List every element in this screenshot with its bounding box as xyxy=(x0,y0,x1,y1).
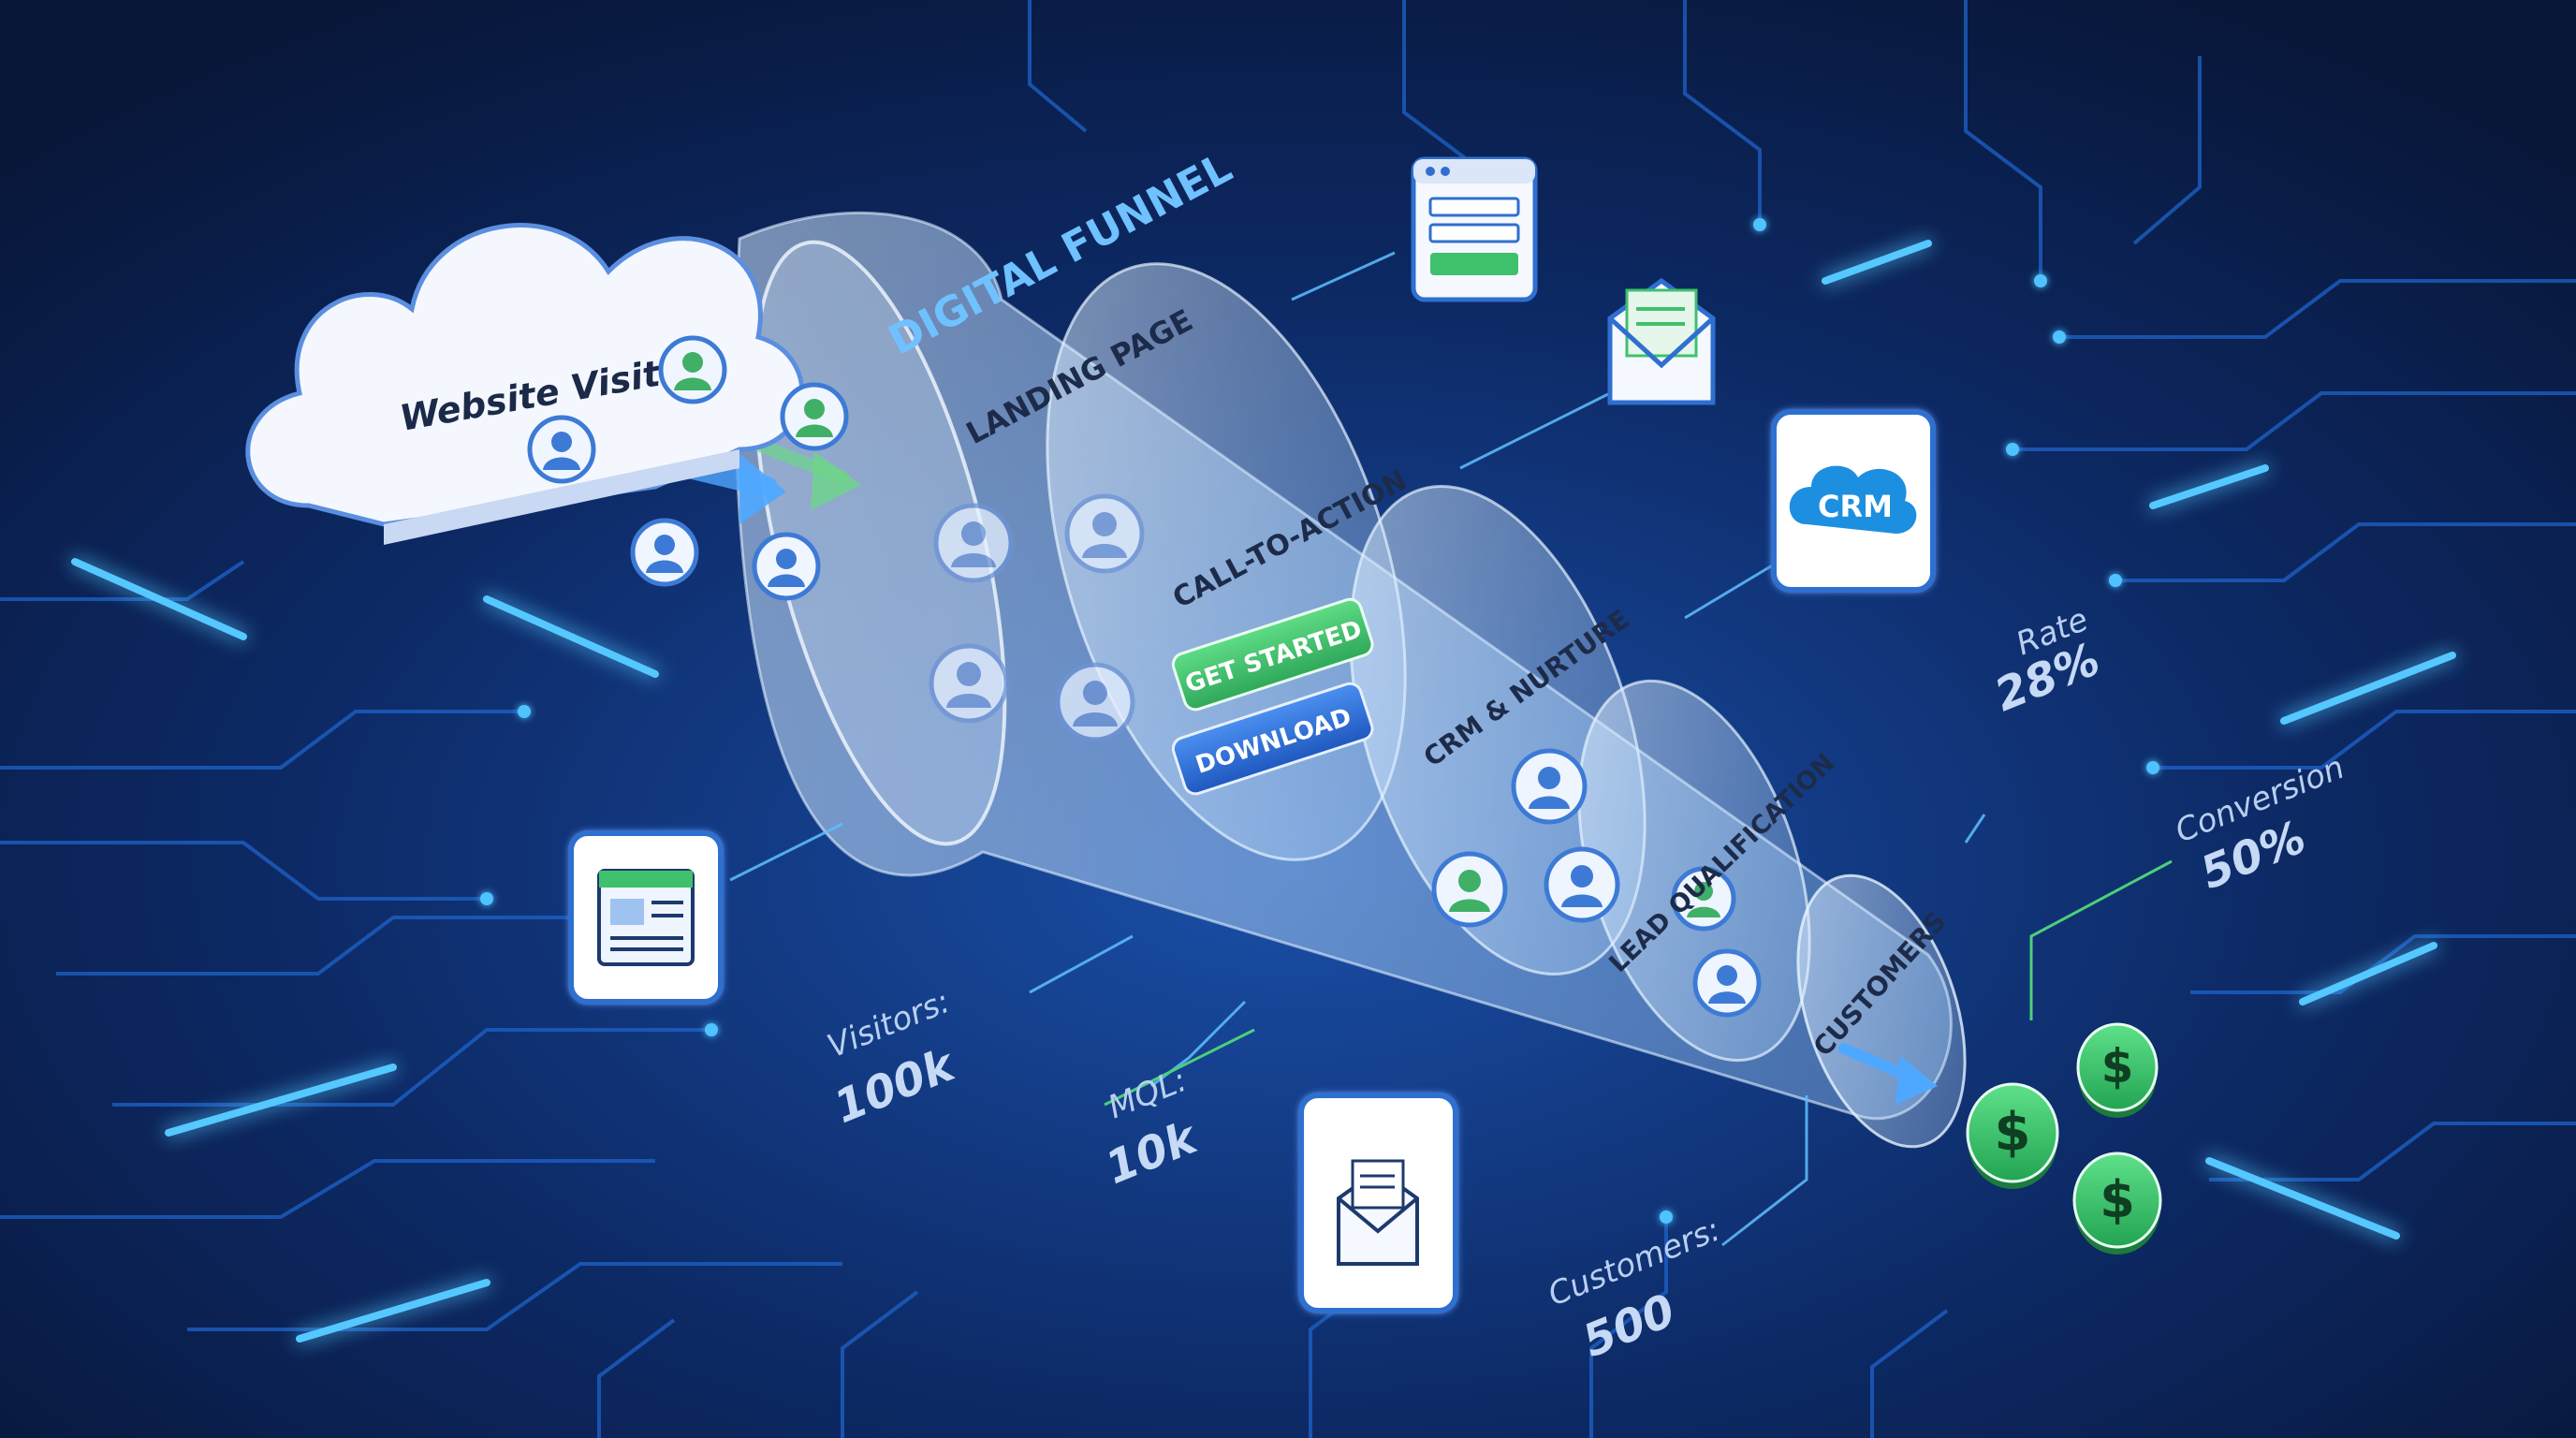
user-icon xyxy=(752,532,821,601)
user-icon xyxy=(658,335,727,404)
user-icon xyxy=(1064,493,1145,574)
light-streaks xyxy=(71,240,2456,1343)
connector-green-lines xyxy=(1104,859,2173,1107)
user-icon xyxy=(1544,846,1620,923)
coin-symbol: $ xyxy=(2100,1170,2135,1229)
user-icon xyxy=(1511,748,1588,825)
browser-window-icon xyxy=(568,830,724,1005)
user-icon xyxy=(933,503,1014,583)
crm-icon: CRM xyxy=(1771,409,1936,593)
user-icon xyxy=(1692,948,1762,1018)
connector-lines xyxy=(729,251,1986,1247)
coins: $ $ $ xyxy=(1966,1022,2162,1255)
coin-symbol: $ xyxy=(1995,1102,2031,1163)
user-icon xyxy=(1671,866,1736,932)
envelope-icon xyxy=(1607,277,1716,405)
user-icon xyxy=(1055,662,1135,742)
user-icon xyxy=(527,415,596,484)
cloud-icon: Website Visitors xyxy=(245,223,805,545)
dollar-coin-icon: $ xyxy=(1966,1082,2059,1189)
visitor-users xyxy=(527,335,849,601)
user-icon xyxy=(929,643,1009,724)
coin-symbol: $ xyxy=(2101,1039,2134,1093)
form-window-icon xyxy=(1411,156,1538,302)
user-icon xyxy=(780,382,849,451)
user-icon xyxy=(1431,851,1508,928)
envelope-icon xyxy=(1298,1093,1458,1313)
nurture-users xyxy=(1431,748,1762,1018)
user-icon xyxy=(630,518,699,587)
crm-badge-label: CRM xyxy=(1818,489,1893,524)
dollar-coin-icon: $ xyxy=(2076,1022,2159,1118)
funnel-users xyxy=(929,493,1145,742)
dollar-coin-icon: $ xyxy=(2072,1152,2162,1255)
